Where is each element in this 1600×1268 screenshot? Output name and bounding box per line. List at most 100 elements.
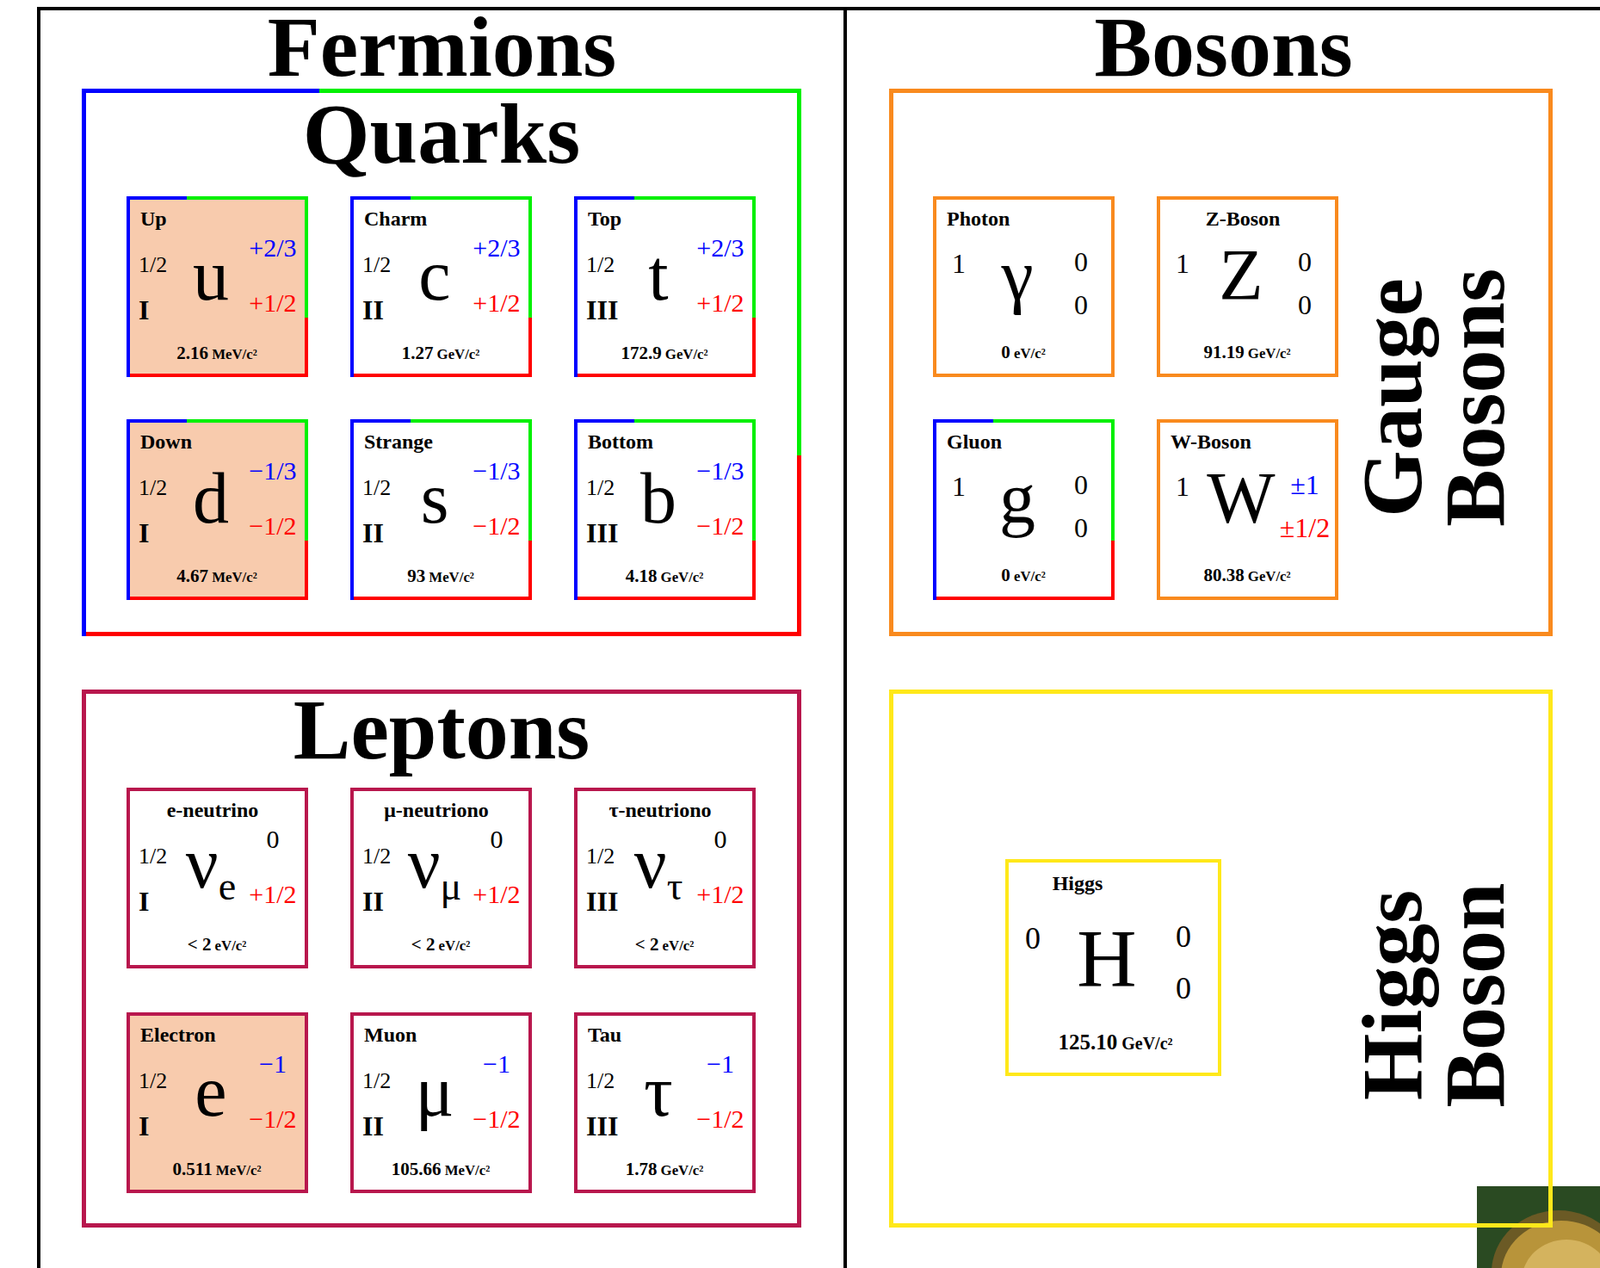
generation-numeral: II bbox=[362, 518, 384, 547]
weak-isospin: −1/2 bbox=[472, 1105, 520, 1132]
particle-symbol: μ bbox=[414, 1055, 454, 1128]
electric-charge: −1/3 bbox=[472, 457, 520, 484]
particle-mass: 1.78 GeV/c² bbox=[625, 1160, 705, 1179]
particle-mass: 1.27 GeV/c² bbox=[401, 344, 481, 363]
particle-card: μ-neutriono1/2IIνμ0+1/2< 2 eV/c² bbox=[350, 787, 532, 969]
particle-name: Electron bbox=[140, 1024, 217, 1045]
fermion-panel: FermionsQuarksUp1/2Iu+2/3+1/22.16 MeV/c²… bbox=[37, 6, 847, 1268]
particle-name: τ-neutriono bbox=[608, 799, 711, 821]
text-part: τ bbox=[667, 864, 684, 909]
electric-charge: −1/3 bbox=[248, 457, 297, 484]
generation-numeral: III bbox=[586, 518, 618, 547]
text-part: 4.18 bbox=[625, 565, 658, 587]
quark-group: QuarksUp1/2Iu+2/3+1/22.16 MeV/c²Charm1/2… bbox=[81, 88, 802, 637]
particle-name: Strange bbox=[364, 431, 433, 452]
text-part: ν bbox=[185, 822, 219, 903]
particle-symbol: νμ bbox=[407, 827, 463, 907]
particle-card: Higgs0H00125.10 GeV/c² bbox=[1005, 858, 1222, 1076]
text-part: GeV/c² bbox=[661, 345, 709, 363]
weak-isospin: +1/2 bbox=[472, 881, 520, 908]
rotated-group-label: Higgs Boson bbox=[1351, 852, 1517, 1137]
particle-card: Muon1/2IIμ−1−1/2105.66 MeV/c² bbox=[350, 1012, 532, 1193]
spin-value: 1/2 bbox=[586, 476, 615, 500]
text-part: eV/c² bbox=[1010, 345, 1046, 362]
weak-isospin: −1/2 bbox=[248, 512, 297, 539]
panel-title: Bosons bbox=[846, 4, 1600, 91]
electric-charge: 0 bbox=[1297, 247, 1312, 276]
particle-symbol: Z bbox=[1218, 239, 1263, 312]
particle-mass: 4.18 GeV/c² bbox=[625, 567, 705, 586]
particle-name: Bottom bbox=[587, 431, 654, 452]
spin-value: 1/2 bbox=[362, 253, 391, 277]
electric-charge: −1/3 bbox=[696, 457, 744, 484]
electric-charge: ±1 bbox=[1290, 470, 1320, 499]
electric-charge: +2/3 bbox=[472, 234, 520, 261]
generation-numeral: III bbox=[586, 296, 618, 324]
generation-numeral: I bbox=[138, 1111, 149, 1140]
particle-mass: < 2 eV/c² bbox=[187, 935, 248, 954]
generation-numeral: II bbox=[362, 296, 384, 324]
higgs-group: Higgs Boson Higgs0H00125.10 GeV/c² bbox=[889, 689, 1553, 1228]
lepton-group: Leptonse-neutrino1/2Iνe0+1/2< 2 eV/c²μ-n… bbox=[81, 689, 802, 1228]
photo-fragment bbox=[1476, 1186, 1600, 1268]
spin-value: 1 bbox=[951, 249, 966, 278]
weak-isospin: ±1/2 bbox=[1279, 513, 1330, 542]
particle-symbol: W bbox=[1206, 462, 1275, 535]
gauge-boson-group: Gauge BosonsPhoton1γ000 eV/c²Z-Boson1Z00… bbox=[889, 88, 1553, 637]
spin-value: 1/2 bbox=[586, 253, 615, 277]
spin-value: 1 bbox=[1175, 249, 1190, 278]
electric-charge: +2/3 bbox=[696, 234, 744, 261]
text-part: MeV/c² bbox=[208, 568, 258, 586]
text-part: 105.66 bbox=[391, 1158, 442, 1180]
particle-symbol: u bbox=[192, 239, 229, 312]
particle-card: Down1/2Id−1/3−1/24.67 MeV/c² bbox=[126, 419, 309, 600]
particle-card: Up1/2Iu+2/3+1/22.16 MeV/c² bbox=[126, 196, 309, 377]
text-part: MeV/c² bbox=[441, 1161, 491, 1179]
weak-isospin: 0 bbox=[1074, 513, 1088, 542]
weak-isospin: +1/2 bbox=[472, 290, 520, 316]
text-part: eV/c² bbox=[1010, 568, 1046, 585]
particle-card: Electron1/2Ie−1−1/20.511 MeV/c² bbox=[126, 1012, 309, 1193]
electric-charge: 0 bbox=[714, 826, 728, 853]
text-part: < 2 bbox=[411, 933, 436, 955]
text-part: 0.511 bbox=[172, 1158, 213, 1180]
text-part: GeV/c² bbox=[656, 568, 704, 586]
text-part: eV/c² bbox=[658, 937, 694, 954]
particle-card: Z-Boson1Z0091.19 GeV/c² bbox=[1156, 196, 1339, 377]
text-part: GeV/c² bbox=[1244, 568, 1292, 585]
particle-symbol: d bbox=[192, 462, 229, 535]
spin-value: 1/2 bbox=[586, 1069, 615, 1093]
spin-value: 1/2 bbox=[138, 1069, 167, 1093]
weak-isospin: +1/2 bbox=[696, 881, 744, 908]
text-part: 0 bbox=[1000, 564, 1011, 586]
text-part: GeV/c² bbox=[432, 345, 480, 363]
particle-symbol: b bbox=[640, 462, 677, 535]
panel-title: Fermions bbox=[37, 4, 847, 91]
weak-isospin: −1/2 bbox=[248, 1105, 297, 1132]
particle-name: Down bbox=[140, 431, 192, 452]
particle-name: Muon bbox=[364, 1024, 417, 1045]
particle-symbol: γ bbox=[1000, 239, 1033, 312]
electric-charge: 0 bbox=[266, 826, 280, 853]
group-title: Quarks bbox=[81, 91, 802, 178]
particle-mass: 0 eV/c² bbox=[1000, 566, 1045, 585]
electric-charge: −1 bbox=[259, 1050, 287, 1077]
text-part: 2.16 bbox=[176, 342, 209, 364]
spin-value: 1/2 bbox=[586, 845, 615, 868]
particle-card: τ-neutriono1/2IIIντ0+1/2< 2 eV/c² bbox=[574, 787, 756, 969]
generation-numeral: II bbox=[362, 1111, 384, 1140]
particle-mass: 0 eV/c² bbox=[1000, 343, 1045, 362]
generation-numeral: II bbox=[362, 887, 384, 915]
weak-isospin: +1/2 bbox=[248, 881, 297, 908]
electric-charge: 0 bbox=[1074, 247, 1088, 276]
particle-mass: 0.511 MeV/c² bbox=[172, 1160, 262, 1179]
particle-card: Gluon1g000 eV/c² bbox=[932, 419, 1115, 600]
text-part: ν bbox=[407, 822, 441, 903]
text-part: 4.67 bbox=[176, 565, 209, 587]
text-part: GeV/c² bbox=[1117, 1033, 1173, 1053]
particle-symbol: c bbox=[418, 239, 451, 312]
particle-name: e-neutrino bbox=[166, 799, 260, 821]
particle-mass: < 2 eV/c² bbox=[411, 935, 471, 954]
particle-mass: < 2 eV/c² bbox=[635, 935, 695, 954]
